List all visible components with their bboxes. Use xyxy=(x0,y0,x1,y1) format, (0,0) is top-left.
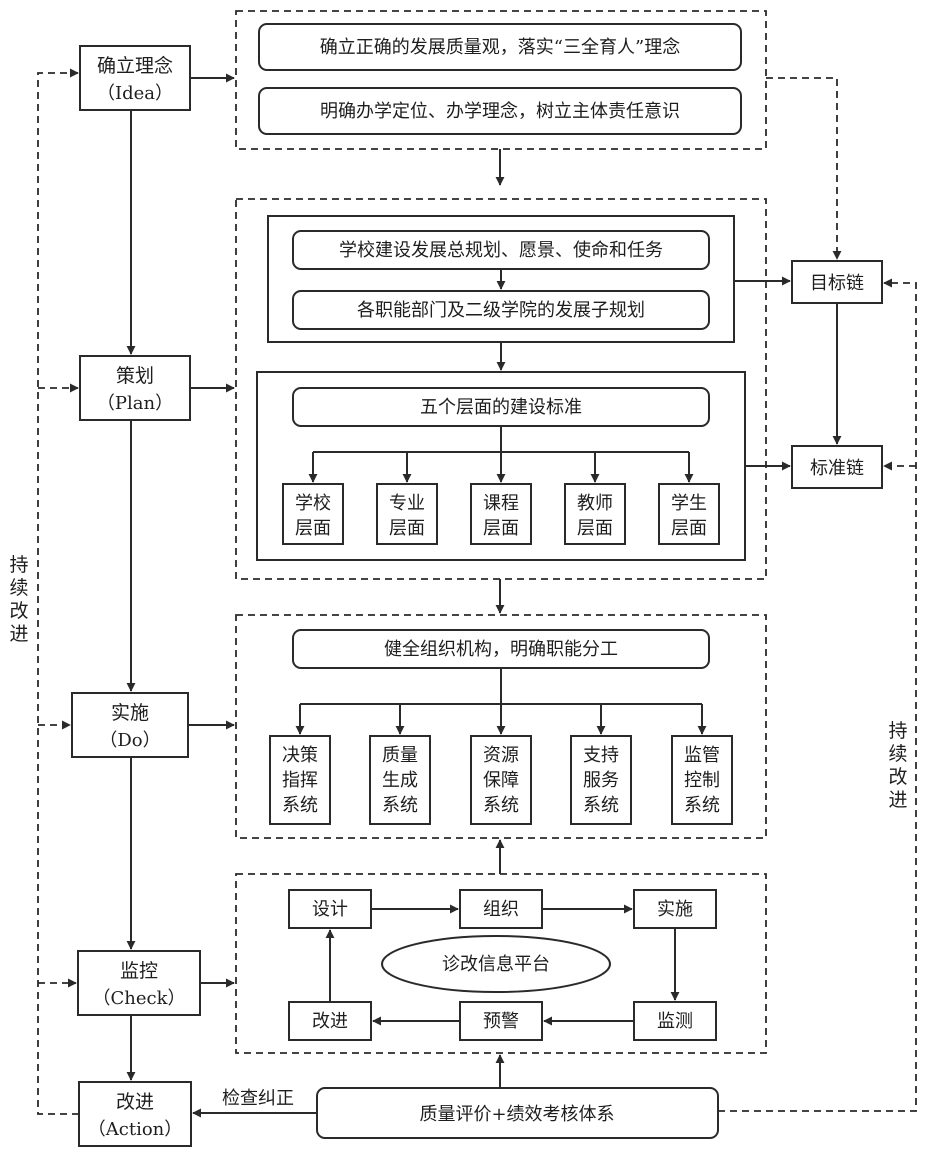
standard-chain-box: 标准链 xyxy=(791,445,883,489)
svg-text:专业: 专业 xyxy=(389,493,425,514)
svg-text:质量: 质量 xyxy=(382,745,418,766)
cycle-monitor-box: 监测 xyxy=(633,1001,717,1041)
svg-text:层面: 层面 xyxy=(389,518,425,539)
goal-chain-box: 目标链 xyxy=(791,260,883,304)
do-label: 实施 xyxy=(111,702,149,724)
svg-text:决策: 决策 xyxy=(282,745,318,766)
plan-box: 策划 （Plan） xyxy=(79,355,191,421)
idea-label: 确立理念 xyxy=(97,54,173,77)
svg-text:五个层面的建设标准: 五个层面的建设标准 xyxy=(420,397,582,418)
idea-item-1: 确立正确的发展质量观，落实“三全育人”理念 xyxy=(258,23,742,71)
idea-en-label: （Idea） xyxy=(97,83,173,104)
svg-text:层面: 层面 xyxy=(295,518,331,539)
left-improve-char-4: 进 xyxy=(9,623,28,645)
check-box: 监控 （Check） xyxy=(77,950,201,1016)
svg-text:学校建设发展总规划、愿景、使命和任务: 学校建设发展总规划、愿景、使命和任务 xyxy=(339,240,663,261)
left-improve-char-2: 续 xyxy=(9,577,28,599)
level-box-school: 学校 层面 xyxy=(282,483,344,545)
svg-text:服务: 服务 xyxy=(583,770,619,791)
svg-text:系统: 系统 xyxy=(382,795,418,816)
svg-text:确立正确的发展质量观，落实“三全育人”理念: 确立正确的发展质量观，落实“三全育人”理念 xyxy=(320,36,680,58)
level-box-teacher: 教师 层面 xyxy=(564,483,626,545)
system-box-supervision: 监管 控制 系统 xyxy=(671,735,733,825)
left-feedback-loop xyxy=(37,68,79,1115)
svg-text:预警: 预警 xyxy=(483,1011,519,1032)
do-box: 实施 （Do） xyxy=(71,692,189,758)
right-improve-char-2: 续 xyxy=(888,743,907,765)
platform-label: 诊改信息平台 xyxy=(442,954,550,975)
svg-text:控制: 控制 xyxy=(684,770,720,791)
svg-text:系统: 系统 xyxy=(282,795,318,816)
svg-text:系统: 系统 xyxy=(684,795,720,816)
left-improve-char-3: 改 xyxy=(9,600,28,622)
org-box: 健全组织机构，明确职能分工 xyxy=(292,629,710,669)
svg-text:课程: 课程 xyxy=(483,493,519,514)
plan-section-frame xyxy=(235,198,767,580)
svg-text:层面: 层面 xyxy=(577,518,613,539)
cycle-design-box: 设计 xyxy=(288,889,372,929)
cycle-implement-box: 实施 xyxy=(633,889,717,929)
svg-text:学生: 学生 xyxy=(671,493,707,514)
svg-text:各职能部门及二级学院的发展子规划: 各职能部门及二级学院的发展子规划 xyxy=(357,300,645,321)
svg-text:组织: 组织 xyxy=(483,899,519,920)
action-label: 改进 xyxy=(116,1091,154,1113)
svg-text:改进: 改进 xyxy=(312,1011,348,1032)
svg-text:指挥: 指挥 xyxy=(282,770,318,791)
svg-text:监管: 监管 xyxy=(684,745,720,766)
idea-section-frame xyxy=(235,10,767,150)
system-box-decision: 决策 指挥 系统 xyxy=(269,735,331,825)
do-en-label: （Do） xyxy=(99,730,160,751)
svg-text:系统: 系统 xyxy=(583,795,619,816)
action-box: 改进 （Action） xyxy=(78,1081,192,1147)
svg-text:健全组织机构，明确职能分工: 健全组织机构，明确职能分工 xyxy=(384,639,618,660)
left-improve-char-1: 持 xyxy=(9,554,28,576)
action-en-label: （Action） xyxy=(88,1119,183,1140)
plan-en-label: （Plan） xyxy=(97,393,173,414)
svg-text:监测: 监测 xyxy=(657,1011,693,1032)
evaluation-label: 质量评价+绩效考核体系 xyxy=(419,1104,614,1125)
system-box-support: 支持 服务 系统 xyxy=(570,735,632,825)
svg-text:学校: 学校 xyxy=(295,493,331,514)
platform-ellipse: 诊改信息平台 xyxy=(381,935,611,993)
right-improve-char-4: 进 xyxy=(888,789,907,811)
dashed-idea-to-goal xyxy=(766,77,842,260)
svg-text:明确办学定位、办学理念，树立主体责任意识: 明确办学定位、办学理念，树立主体责任意识 xyxy=(320,100,680,122)
svg-text:保障: 保障 xyxy=(483,770,519,791)
goal-chain-label: 目标链 xyxy=(810,273,864,294)
svg-text:设计: 设计 xyxy=(312,899,348,920)
evaluation-box: 质量评价+绩效考核体系 xyxy=(316,1087,719,1139)
right-improve-char-1: 持 xyxy=(888,720,907,742)
do-section-frame xyxy=(235,614,767,839)
standards-box: 五个层面的建设标准 xyxy=(292,387,710,427)
svg-text:教师: 教师 xyxy=(577,493,613,514)
check-en-label: （Check） xyxy=(92,988,185,1009)
master-plan-box: 学校建设发展总规划、愿景、使命和任务 xyxy=(292,230,710,270)
level-box-major: 专业 层面 xyxy=(376,483,438,545)
right-improve-char-3: 改 xyxy=(888,766,907,788)
svg-text:系统: 系统 xyxy=(483,795,519,816)
level-box-student: 学生 层面 xyxy=(658,483,720,545)
svg-text:支持: 支持 xyxy=(583,745,619,766)
inspect-correct-label: 检查纠正 xyxy=(222,1088,294,1109)
cycle-organize-box: 组织 xyxy=(459,889,543,929)
level-box-course: 课程 层面 xyxy=(470,483,532,545)
system-box-quality: 质量 生成 系统 xyxy=(369,735,431,825)
svg-text:资源: 资源 xyxy=(483,745,519,766)
idea-item-2: 明确办学定位、办学理念，树立主体责任意识 xyxy=(258,87,742,135)
svg-text:层面: 层面 xyxy=(671,518,707,539)
svg-text:层面: 层面 xyxy=(483,518,519,539)
check-label: 监控 xyxy=(120,960,158,982)
idea-box: 确立理念 （Idea） xyxy=(79,45,191,111)
plan-label: 策划 xyxy=(116,365,154,387)
standard-chain-label: 标准链 xyxy=(810,458,864,479)
svg-text:实施: 实施 xyxy=(657,899,693,920)
system-box-resource: 资源 保障 系统 xyxy=(470,735,532,825)
svg-text:生成: 生成 xyxy=(382,770,418,791)
cycle-improve-box: 改进 xyxy=(288,1001,372,1041)
sub-plan-box: 各职能部门及二级学院的发展子规划 xyxy=(292,290,710,330)
cycle-warning-box: 预警 xyxy=(459,1001,543,1041)
right-feedback-loop xyxy=(718,278,917,1112)
